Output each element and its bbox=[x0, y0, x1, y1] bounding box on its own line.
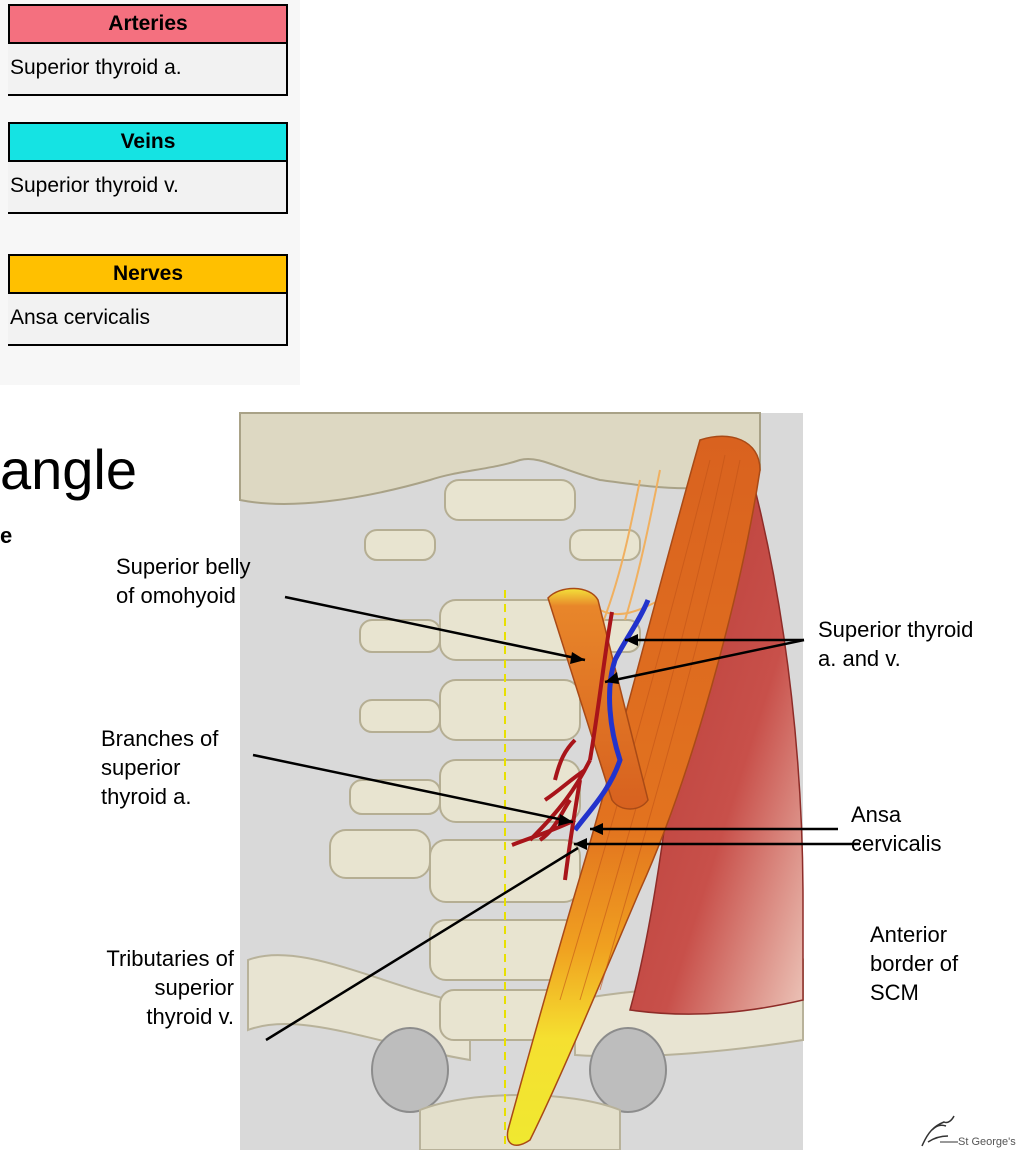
legend-arteries-item: Superior thyroid a. bbox=[8, 44, 288, 96]
leader-tributaries bbox=[265, 846, 579, 1042]
logo-text: St George's bbox=[958, 1136, 1016, 1148]
leader-lines bbox=[252, 595, 860, 1042]
slide-subtitle: e bbox=[0, 523, 13, 548]
superior-thyroid-vein bbox=[573, 599, 651, 832]
slide-title: angle bbox=[0, 438, 138, 501]
label-anterior-border-of-scm: Anterior border of SCM bbox=[870, 922, 959, 1005]
left-sternoclavicular-joint bbox=[371, 1027, 449, 1113]
leader-branches bbox=[252, 753, 574, 824]
label-branches-of-superior-thyroid-a: Branches of superior thyroid a. bbox=[101, 726, 219, 809]
legend-nerves: Nerves Ansa cervicalis bbox=[8, 254, 288, 346]
legend-arteries-header: Arteries bbox=[8, 4, 288, 44]
leader-arrowheads bbox=[558, 634, 638, 850]
skull-base bbox=[239, 412, 761, 505]
legend-veins-header: Veins bbox=[8, 122, 288, 162]
legend-arteries: Arteries Superior thyroid a. bbox=[8, 4, 288, 96]
legend-panel: Arteries Superior thyroid a. Veins Super… bbox=[0, 0, 300, 385]
scm-fiber-lines bbox=[559, 454, 741, 1001]
legend-nerves-item: Ansa cervicalis bbox=[8, 294, 288, 346]
leader-sup-thyroid-v bbox=[604, 638, 805, 684]
label-tributaries-of-superior-thyroid-v: Tributaries of superior thyroid v. bbox=[106, 946, 234, 1029]
label-superior-belly-of-omohyoid: Superior belly of omohyoid bbox=[116, 554, 251, 608]
legend-nerves-header: Nerves bbox=[8, 254, 288, 294]
label-ansa-cervicalis: Ansa cervicalis bbox=[851, 802, 942, 856]
label-superior-thyroid-a-and-v: Superior thyroid a. and v. bbox=[818, 617, 974, 671]
university-logo-icon bbox=[921, 1115, 958, 1147]
legend-veins: Veins Superior thyroid v. bbox=[8, 122, 288, 214]
right-sternoclavicular-joint bbox=[589, 1027, 667, 1113]
legend-veins-item: Superior thyroid v. bbox=[8, 162, 288, 214]
leader-superior-belly bbox=[284, 595, 586, 662]
